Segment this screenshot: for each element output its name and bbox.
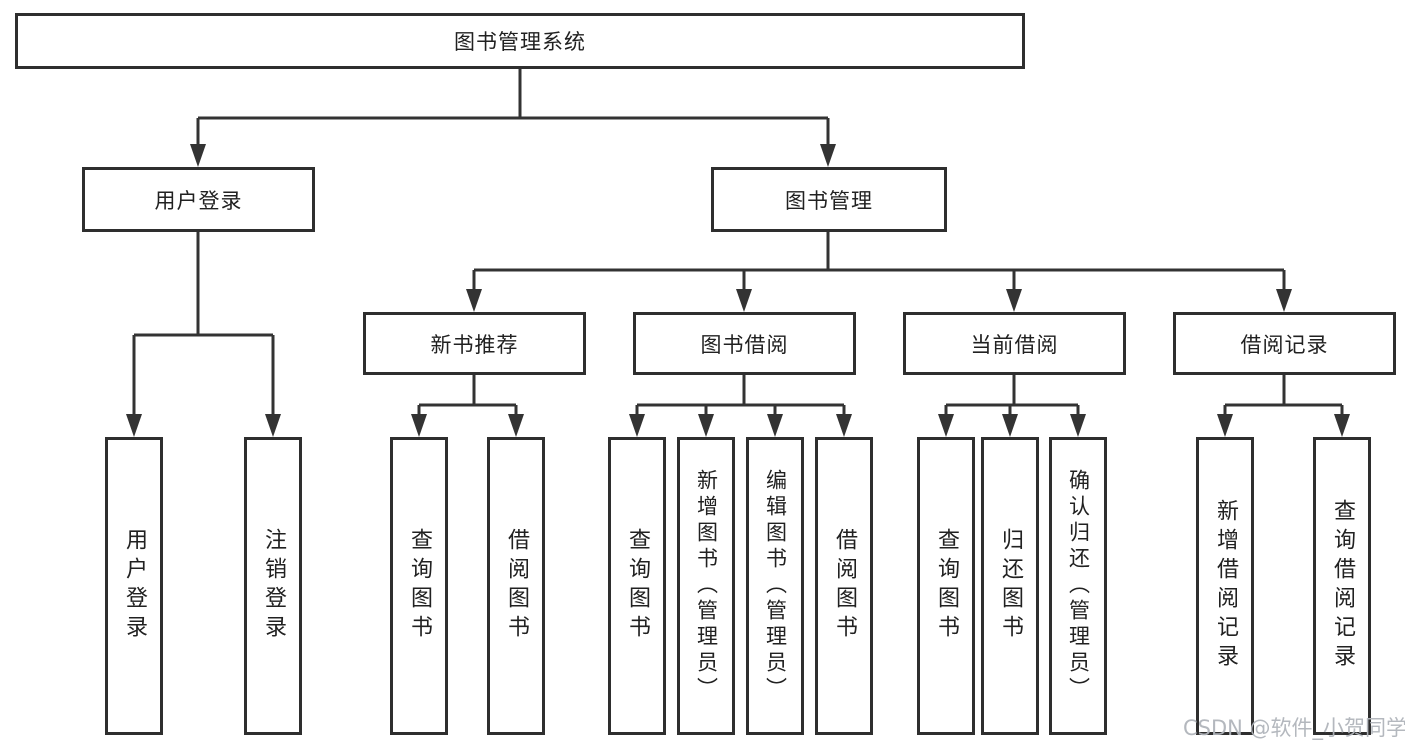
connector-records-to-leaves [1223,375,1344,416]
leaf-query-book-under-borrow-label: 查询图书 [625,528,650,644]
node-current-borrow: 当前借阅 [903,312,1126,375]
leaf-edit-book-admin: 编辑图书（管理员） [746,437,804,735]
leaf-return-book: 归还图书 [981,437,1039,735]
connector-recommend-to-leaves [417,375,518,416]
connector-current-to-leaves [944,375,1080,416]
leaf-logout: 注销登录 [244,437,302,735]
node-borrow-records: 借阅记录 [1173,312,1396,375]
leaf-query-book-under-recommend: 查询图书 [390,437,448,735]
node-borrow-records-label: 借阅记录 [1240,332,1329,357]
node-user-login-label: 用户登录 [154,188,243,213]
leaf-confirm-return-admin: 确认归还（管理员） [1049,437,1107,735]
leaf-user-login: 用户登录 [105,437,163,735]
leaf-edit-book-admin-label: 编辑图书（管理员） [763,469,788,703]
leaf-add-book-admin: 新增图书（管理员） [677,437,735,735]
leaf-query-borrow-record-label: 查询借阅记录 [1330,499,1355,673]
leaf-borrow-book-under-recommend-label: 借阅图书 [504,528,529,644]
leaf-user-login-label: 用户登录 [122,528,147,644]
node-book-management: 图书管理 [711,167,947,232]
connector-root-to-level2 [196,69,830,146]
leaf-query-book-under-borrow: 查询图书 [608,437,666,735]
connector-borrow-to-leaves [635,375,846,416]
connector-userlogin-to-leaves [132,232,275,416]
leaf-query-book-under-current-label: 查询图书 [934,528,959,644]
connector-bookmgmt-to-level3 [472,232,1286,291]
csdn-watermark: CSDN @软件_小贺同学 [1183,716,1405,740]
node-current-borrow-label: 当前借阅 [970,332,1059,357]
leaf-logout-label: 注销登录 [261,528,286,644]
node-root-label: 图书管理系统 [454,30,586,54]
leaf-query-book-under-recommend-label: 查询图书 [407,528,432,644]
leaf-borrow-book-under-borrow-label: 借阅图书 [832,528,857,644]
leaf-add-borrow-record: 新增借阅记录 [1196,437,1254,735]
leaf-confirm-return-admin-label: 确认归还（管理员） [1066,469,1091,703]
node-user-login: 用户登录 [82,167,315,232]
leaf-borrow-book-under-recommend: 借阅图书 [487,437,545,735]
node-book-borrow: 图书借阅 [633,312,856,375]
node-new-book-recommend: 新书推荐 [363,312,586,375]
leaf-query-borrow-record: 查询借阅记录 [1313,437,1371,735]
leaf-return-book-label: 归还图书 [998,528,1023,644]
leaf-borrow-book-under-borrow: 借阅图书 [815,437,873,735]
node-root: 图书管理系统 [15,13,1025,69]
node-new-book-recommend-label: 新书推荐 [430,332,519,357]
leaf-add-book-admin-label: 新增图书（管理员） [694,469,719,703]
node-book-management-label: 图书管理 [785,188,873,213]
leaf-add-borrow-record-label: 新增借阅记录 [1213,499,1238,673]
leaf-query-book-under-current: 查询图书 [917,437,975,735]
node-book-borrow-label: 图书借阅 [700,332,789,357]
